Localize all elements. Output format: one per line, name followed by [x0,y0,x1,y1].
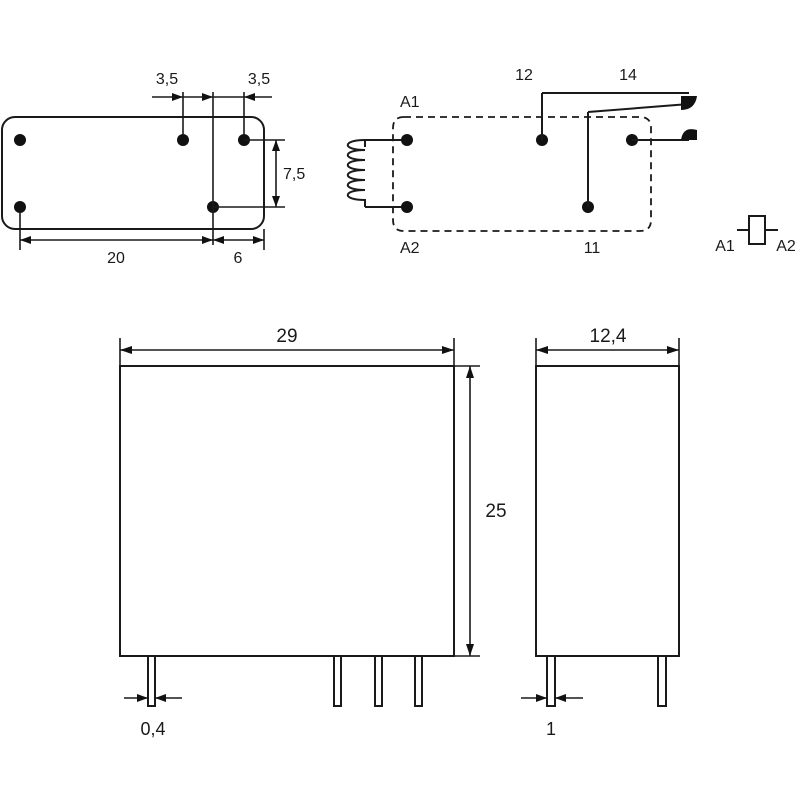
side-view: 12,4 1 [521,326,680,739]
dim-width-side: 12,4 [590,326,627,347]
dimension-arrow [155,694,166,702]
dim-pitch-left: 3,5 [156,71,178,88]
dim-width-front: 29 [276,326,297,347]
label-a1: A1 [400,94,420,111]
pin [414,655,423,707]
dimension-arrow [466,366,474,378]
dimension-arrow [667,346,679,354]
label-14: 14 [619,67,637,84]
footprint-outline [1,116,265,230]
contact-blade [587,103,690,113]
dimension-arrow [555,694,566,702]
dimension-arrow [536,346,548,354]
symbol-label-a2: A2 [776,238,796,255]
pin [374,655,383,707]
terminal-a2 [401,201,413,213]
symbol-label-a1: A1 [715,238,735,255]
dim-pin-side: 1 [546,719,556,739]
dimension-arrow [442,346,454,354]
dimension-arrow [466,644,474,656]
dim-offset: 6 [234,250,243,267]
pin [546,655,556,707]
dim-pitch-right: 3,5 [248,71,270,88]
coil-symbol-box [748,215,766,245]
dim-pin-front: 0,4 [140,719,165,739]
dimension-arrow [172,93,183,101]
pcb-footprint: 3,5 3,5 7,5 20 6 [1,71,305,267]
dimension-arrow [202,93,213,101]
pin [333,655,342,707]
coil [346,139,407,208]
dimension-arrow [213,236,224,244]
pin-hole [14,201,26,213]
front-view: 29 25 0,4 [119,326,507,739]
dimension-arrow [202,236,213,244]
dimension-arrow [272,140,280,151]
dim-height: 25 [485,501,506,522]
contact-no [681,129,697,140]
dimension-arrow [272,196,280,207]
dimension-arrow [20,236,31,244]
pin [657,655,667,707]
pin [147,655,156,707]
terminal-a1 [401,134,413,146]
label-a2: A2 [400,240,420,257]
relay-housing-dashed [392,116,652,232]
dim-length: 20 [107,250,125,267]
dimension-arrow [120,346,132,354]
label-11: 11 [584,240,601,257]
coil-symbol: A1 A2 [715,215,796,255]
dim-vertical: 7,5 [283,166,305,183]
pin-hole [177,134,189,146]
label-12: 12 [515,67,533,84]
dimension-arrow [137,694,148,702]
dimension-arrow [536,694,547,702]
dimension-arrow [244,93,255,101]
pin-hole [14,134,26,146]
relay-schematic: A1 A2 12 14 11 [346,67,697,257]
dimension-arrow [253,236,264,244]
relay-body-front [119,365,455,657]
relay-body-side [535,365,680,657]
contact-nc [681,96,697,110]
